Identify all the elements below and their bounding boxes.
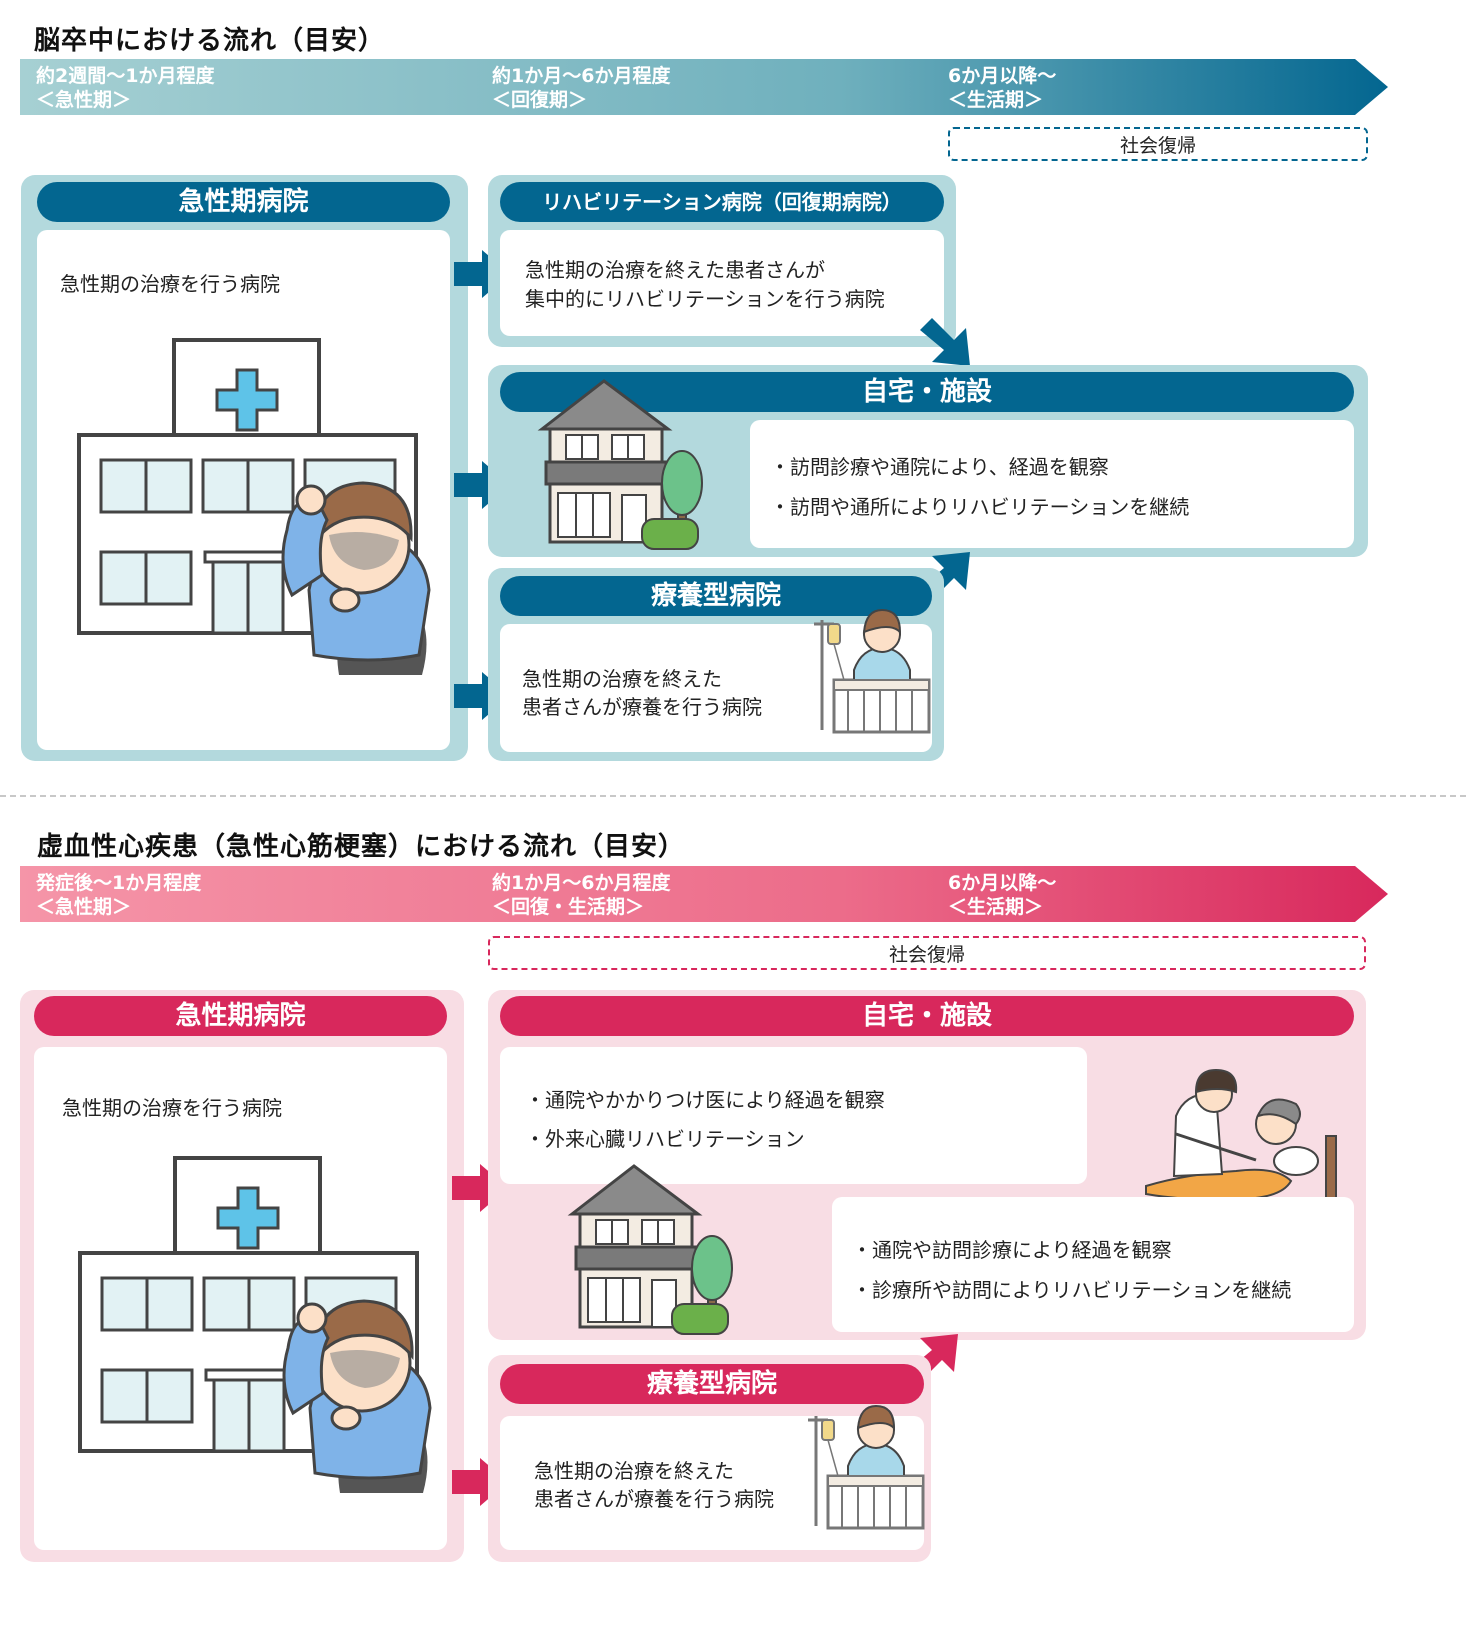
mi-home-bullet-4: ・診療所や訪問によりリハビリテーションを継続	[852, 1278, 1292, 1302]
stroke-phase-recovery-period: 約1か月〜6か月程度	[492, 65, 671, 87]
stroke-care-header: 療養型病院	[500, 576, 932, 616]
stroke-timeline-arrow	[20, 59, 1388, 115]
mi-timeline: 発症後〜1か月程度 ＜急性期＞ 約1か月〜6か月程度 ＜回復・生活期＞ 6か月以…	[20, 866, 1390, 922]
stroke-phase-acute: 約2週間〜1か月程度 ＜急性期＞	[36, 64, 214, 112]
stroke-home-header: 自宅・施設	[500, 372, 1354, 412]
mi-phase-acute: 発症後〜1か月程度 ＜急性期＞	[36, 871, 201, 919]
mi-home-bullet-2: ・外来心臓リハビリテーション	[525, 1127, 805, 1151]
mi-phase-recovery-label: ＜回復・生活期＞	[492, 896, 645, 918]
stroke-phase-life-label: ＜生活期＞	[948, 89, 1044, 111]
stroke-rehab-desc-line1: 急性期の治療を終えた患者さんが	[525, 258, 825, 282]
stroke-social-return: 社会復帰	[948, 127, 1368, 161]
stroke-phase-recovery: 約1か月〜6か月程度 ＜回復期＞	[492, 64, 670, 112]
stroke-phase-recovery-label: ＜回復期＞	[492, 89, 588, 111]
stroke-phase-life-period: 6か月以降〜	[948, 65, 1057, 87]
stroke-home-card	[750, 420, 1354, 548]
stroke-section-title: 脳卒中における流れ（目安）	[34, 26, 386, 56]
stroke-bed-illustration	[812, 608, 931, 734]
mi-phase-life: 6か月以降〜 ＜生活期＞	[948, 871, 1056, 919]
mi-bed-illustration	[806, 1404, 925, 1530]
stroke-rehab-card	[500, 230, 944, 336]
mi-care-header: 療養型病院	[500, 1364, 924, 1404]
stroke-phase-life: 6か月以降〜 ＜生活期＞	[948, 64, 1056, 112]
mi-phase-recovery: 約1か月〜6か月程度 ＜回復・生活期＞	[492, 871, 670, 919]
mi-hospital-illustration	[78, 1156, 432, 1495]
mi-section-title: 虚血性心疾患（急性心筋梗塞）における流れ（目安）	[37, 832, 686, 862]
stroke-house-illustration	[540, 379, 704, 551]
mi-phase-life-period: 6か月以降〜	[948, 872, 1057, 894]
mi-phase-life-label: ＜生活期＞	[948, 896, 1044, 918]
mi-home-card-2	[832, 1197, 1354, 1332]
mi-house-illustration	[570, 1164, 734, 1336]
stroke-timeline: 約2週間〜1か月程度 ＜急性期＞ 約1か月〜6か月程度 ＜回復期＞ 6か月以降〜…	[20, 59, 1390, 115]
mi-phase-acute-label: ＜急性期＞	[36, 896, 132, 918]
mi-acute-header: 急性期病院	[34, 996, 447, 1036]
stroke-home-bullet-2: ・訪問や通所によりリハビリテーションを継続	[770, 495, 1190, 519]
mi-home-bullet-3: ・通院や訪問診療により経過を観察	[852, 1238, 1172, 1262]
stroke-phase-acute-period: 約2週間〜1か月程度	[36, 65, 215, 87]
stroke-home-bullet-1: ・訪問診療や通院により、経過を観察	[770, 455, 1109, 479]
mi-care-desc-line2: 患者さんが療養を行う病院	[534, 1487, 774, 1511]
stroke-rehab-header: リハビリテーション病院（回復期病院）	[500, 182, 944, 222]
mi-timeline-arrow	[20, 866, 1388, 922]
stroke-care-desc-line1: 急性期の治療を終えた	[522, 667, 722, 691]
stroke-acute-desc: 急性期の治療を行う病院	[60, 272, 280, 296]
mi-home-card-1	[500, 1047, 1087, 1184]
mi-home-header: 自宅・施設	[500, 996, 1354, 1036]
stroke-hospital-illustration	[77, 338, 431, 677]
stroke-phase-acute-label: ＜急性期＞	[36, 89, 132, 111]
stroke-arrow-rehab-to-home	[920, 318, 970, 366]
stroke-acute-header: 急性期病院	[37, 182, 450, 222]
mi-social-return: 社会復帰	[488, 936, 1366, 970]
mi-acute-desc: 急性期の治療を行う病院	[62, 1096, 282, 1120]
mi-home-bullet-1: ・通院やかかりつけ医により経過を観察	[525, 1088, 885, 1112]
mi-phase-acute-period: 発症後〜1か月程度	[36, 872, 202, 894]
mi-phase-recovery-period: 約1か月〜6か月程度	[492, 872, 671, 894]
stroke-care-desc-line2: 患者さんが療養を行う病院	[522, 695, 762, 719]
stroke-rehab-desc-line2: 集中的にリハビリテーションを行う病院	[525, 287, 885, 311]
mi-care-desc-line1: 急性期の治療を終えた	[534, 1459, 734, 1483]
section-divider	[0, 795, 1466, 797]
